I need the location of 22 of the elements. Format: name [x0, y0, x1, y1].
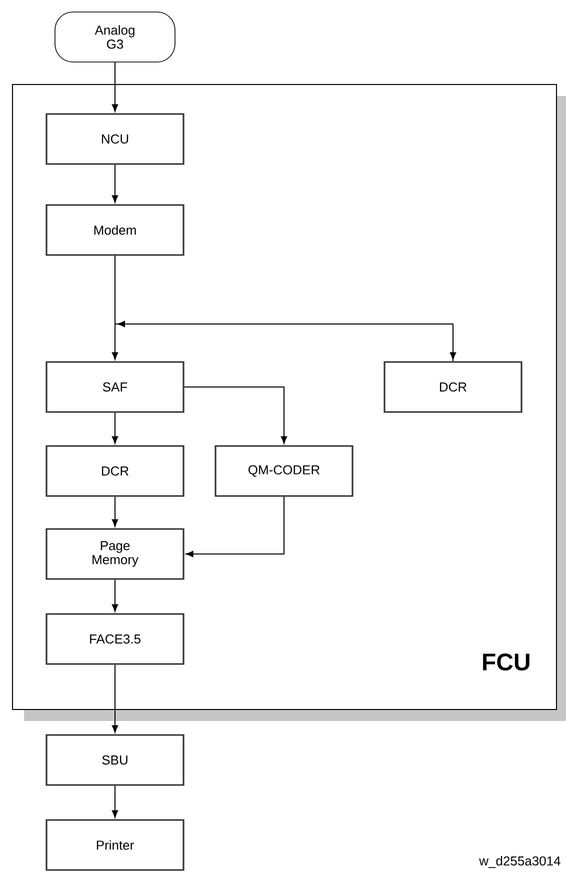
arrow [112, 164, 118, 203]
process-box: NCU [46, 113, 184, 165]
process-box: QM-CODER [214, 445, 354, 497]
process-box: FACE3.5 [46, 613, 184, 665]
arrow [112, 579, 118, 612]
process-box: SBU [46, 734, 184, 786]
process-box: Page Memory [46, 528, 184, 580]
arrow [112, 62, 118, 112]
process-box: Modem [46, 204, 184, 256]
arrow [112, 785, 118, 818]
arrow [118, 320, 454, 362]
arrow [112, 496, 118, 527]
arrow [112, 412, 118, 444]
arrow [184, 386, 288, 444]
figure-code: w_d255a3014 [479, 856, 560, 868]
arrow [186, 496, 284, 558]
process-box: DCR [384, 361, 522, 413]
arrow [114, 255, 456, 360]
process-box: Printer [46, 819, 184, 871]
arrow [112, 664, 118, 733]
process-box: DCR [46, 445, 184, 497]
process-box: SAF [46, 361, 184, 413]
